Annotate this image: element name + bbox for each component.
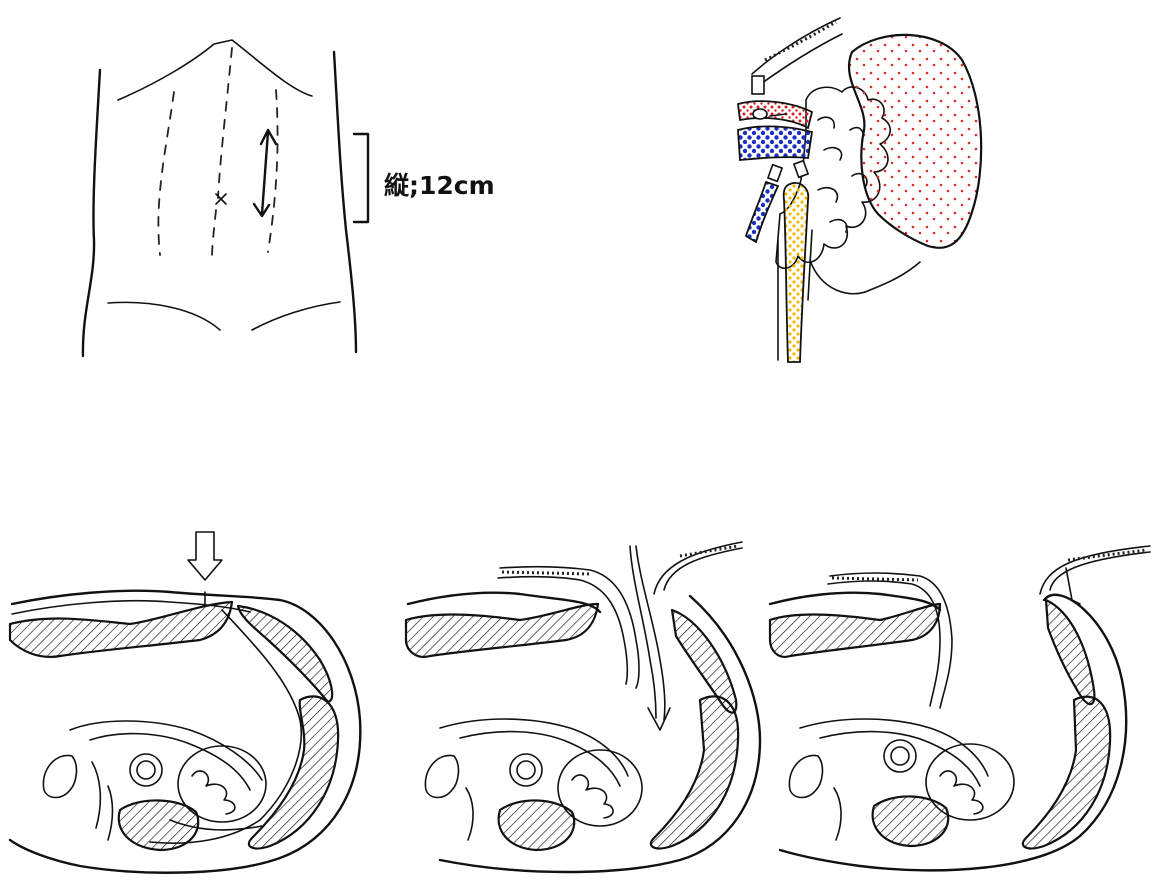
cross-section-2 [406,542,760,872]
cross-section-3 [770,546,1150,870]
cross-section-1 [10,532,360,873]
double-arrow-icon [254,130,276,216]
incision-length-label: 縦;12cm [384,166,495,202]
cross-mark-icon [216,194,226,204]
incision-bracket [354,134,368,222]
down-arrow-icon [188,532,222,580]
spleen-diagram [738,18,981,362]
torso-diagram [83,40,368,356]
